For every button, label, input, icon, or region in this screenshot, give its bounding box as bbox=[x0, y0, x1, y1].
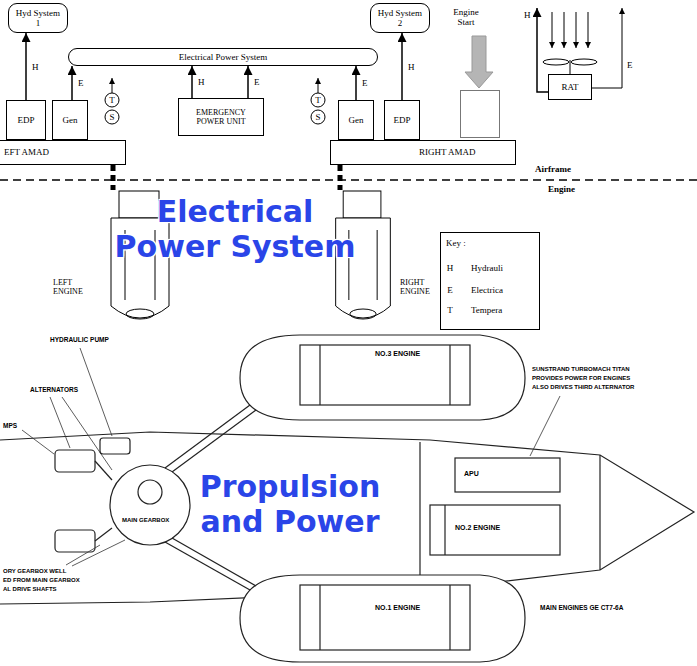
gearbox-label: MAIN GEARBOX bbox=[122, 517, 169, 524]
generator-box: Gen bbox=[52, 100, 88, 140]
sensor-letter: T bbox=[311, 94, 325, 106]
power-type-letter: E bbox=[627, 60, 633, 70]
edge-label: E bbox=[253, 76, 261, 88]
node-label: RAT bbox=[561, 82, 578, 92]
overlay-title: Propulsion and Power bbox=[185, 470, 395, 539]
callout-label: AL DRIVE SHAFTS bbox=[3, 586, 57, 593]
node-text: H bbox=[443, 263, 457, 273]
callout-label: ORY GEARBOX WELL bbox=[3, 568, 66, 575]
edge-label: E bbox=[77, 77, 85, 89]
amad-box: RIGHT AMAD bbox=[330, 140, 516, 165]
engine-start-box: Engine Start bbox=[460, 90, 500, 138]
edp-box: EDP bbox=[6, 100, 46, 140]
node-label: EMERGENCY POWER UNIT bbox=[186, 108, 256, 126]
power-type-letter: H bbox=[524, 10, 531, 20]
callout-label: ALSO DRIVES THIRD ALTERNATOR bbox=[532, 384, 634, 391]
edge-label: H bbox=[197, 76, 206, 88]
engine-label: NO.1 ENGINE bbox=[375, 604, 420, 612]
callout-label: SUNSTRAND TURBOMACH TITAN bbox=[532, 366, 630, 373]
power-bus-band: Electrical Power System bbox=[68, 48, 378, 66]
callout-label: HYDRAULIC PUMP bbox=[50, 336, 109, 343]
region-label: Airframe bbox=[535, 164, 571, 174]
node-label: Key : bbox=[446, 238, 466, 248]
node-label: Electrical Power System bbox=[179, 52, 267, 62]
rat-box: RAT bbox=[548, 74, 592, 100]
sensor-letter: T bbox=[105, 94, 119, 106]
overlay-title: Electrical Power System bbox=[110, 195, 360, 264]
node-text: Tempera bbox=[471, 305, 502, 315]
power-arrow bbox=[247, 66, 249, 98]
power-arrow bbox=[355, 66, 357, 100]
power-arrow bbox=[191, 66, 193, 98]
node-label: EDP bbox=[17, 115, 34, 125]
edge-label: H bbox=[407, 61, 416, 73]
drive-shaft bbox=[111, 165, 116, 190]
node-label: Hyd System 2 bbox=[376, 8, 424, 29]
node-label: EDP bbox=[393, 115, 410, 125]
caption-note: MAIN ENGINES GE CT7-6A bbox=[540, 604, 623, 611]
node-text: E bbox=[443, 285, 457, 295]
generator-box: Gen bbox=[338, 100, 374, 140]
node-label: Engine Start bbox=[448, 7, 484, 28]
node-label: Hyd System 1 bbox=[14, 8, 62, 29]
power-arrow bbox=[401, 33, 403, 100]
apu-label: APU bbox=[464, 470, 479, 478]
hyd-system-box: Hyd System 1 bbox=[8, 3, 68, 33]
node-text: Electrica bbox=[471, 285, 503, 295]
callout-label: ALTERNATORS bbox=[30, 386, 78, 393]
callout-label: ED FROM MAIN GEARBOX bbox=[3, 577, 80, 584]
power-arrow bbox=[25, 33, 27, 100]
node-text: Hydrauli bbox=[471, 263, 503, 273]
node-label: Gen bbox=[349, 115, 364, 125]
region-label: Engine bbox=[548, 184, 575, 194]
hyd-system-box: Hyd System 2 bbox=[370, 3, 430, 33]
node-label: RIGHT AMAD bbox=[419, 147, 476, 157]
emergency-power-unit-box: EMERGENCY POWER UNIT bbox=[178, 98, 264, 136]
amad-box: EFT AMAD bbox=[0, 140, 126, 165]
callout-label: MPS bbox=[3, 422, 17, 429]
power-arrow bbox=[71, 66, 73, 100]
edge-label: E bbox=[361, 77, 369, 89]
node-label: RIGHT ENGINE bbox=[400, 278, 436, 296]
node-label: LEFT ENGINE bbox=[53, 278, 93, 296]
edp-box: EDP bbox=[384, 100, 420, 140]
callout-label: PROVIDES POWER FOR ENGINES bbox=[532, 375, 630, 382]
sensor-letter: S bbox=[105, 111, 119, 123]
key-box: Key : H HydrauliE ElectricaT Tempera bbox=[440, 232, 540, 330]
node-label: Gen bbox=[63, 115, 78, 125]
sensor-letter: S bbox=[311, 111, 325, 123]
node-label: EFT AMAD bbox=[4, 147, 49, 157]
drive-shaft bbox=[338, 165, 343, 190]
engine-label: NO.3 ENGINE bbox=[375, 350, 420, 358]
node-text: T bbox=[443, 305, 457, 315]
edge-label: H bbox=[31, 61, 40, 73]
engine-label: NO.2 ENGINE bbox=[455, 524, 500, 532]
